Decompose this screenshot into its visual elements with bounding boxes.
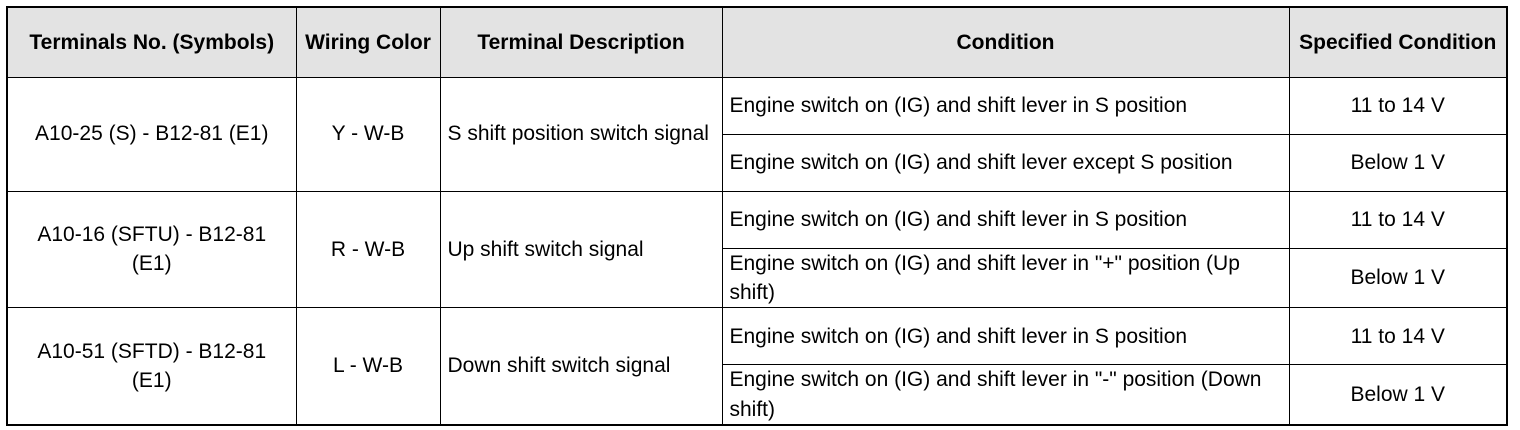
terminals-cell: A10-51 (SFTD) - B12-81 (E1) xyxy=(6,307,297,426)
table-row: A10-51 (SFTD) - B12-81 (E1) L - W-B Down… xyxy=(6,307,1508,426)
condition-cell: Engine switch on (IG) and shift lever in… xyxy=(721,307,1290,366)
wiring-color-cell: R - W-B xyxy=(295,190,441,309)
wiring-color-cell: L - W-B xyxy=(295,307,441,426)
terminals-cell: A10-25 (S) - B12-81 (E1) xyxy=(6,76,297,192)
specified-condition-cell: 11 to 14 V xyxy=(1288,76,1508,135)
header-wiring-color: Wiring Color xyxy=(295,6,441,78)
header-row: Terminals No. (Symbols) Wiring Color Ter… xyxy=(6,6,1508,78)
condition-cell: Engine switch on (IG) and shift lever in… xyxy=(721,247,1290,309)
header-condition: Condition xyxy=(721,6,1290,78)
table-row: Engine switch on (IG) and shift lever in… xyxy=(7,364,1508,426)
wiring-color-cell: Y - W-B xyxy=(295,76,441,192)
terminals-cell: A10-16 (SFTU) - B12-81 (E1) xyxy=(6,190,297,309)
description-cell: Down shift switch signal xyxy=(439,307,723,426)
specified-condition-cell: 11 to 14 V xyxy=(1288,190,1508,249)
table-row: A10-25 (S) - B12-81 (E1) Y - W-B S shift… xyxy=(6,76,1508,192)
condition-cell: Engine switch on (IG) and shift lever in… xyxy=(721,364,1290,426)
specified-condition-cell: 11 to 14 V xyxy=(1288,307,1508,366)
table-row: Engine switch on (IG) and shift lever in… xyxy=(7,247,1508,309)
header-specified-condition: Specified Condition xyxy=(1288,6,1508,78)
header-terminals: Terminals No. (Symbols) xyxy=(6,6,297,78)
header-terminal-description: Terminal Description xyxy=(439,6,723,78)
terminal-spec-table: Terminals No. (Symbols) Wiring Color Ter… xyxy=(6,6,1508,427)
condition-cell: Engine switch on (IG) and shift lever in… xyxy=(721,76,1290,135)
description-cell: S shift position switch signal xyxy=(439,76,723,192)
description-cell: Up shift switch signal xyxy=(439,190,723,309)
condition-cell: Engine switch on (IG) and shift lever in… xyxy=(721,190,1290,249)
condition-cell: Engine switch on (IG) and shift lever ex… xyxy=(721,133,1290,192)
table-row: A10-16 (SFTU) - B12-81 (E1) R - W-B Up s… xyxy=(6,190,1508,309)
table-row: Engine switch on (IG) and shift lever ex… xyxy=(7,133,1508,192)
specified-condition-cell: Below 1 V xyxy=(1288,364,1508,426)
specified-condition-cell: Below 1 V xyxy=(1288,247,1508,309)
specified-condition-cell: Below 1 V xyxy=(1288,133,1508,192)
